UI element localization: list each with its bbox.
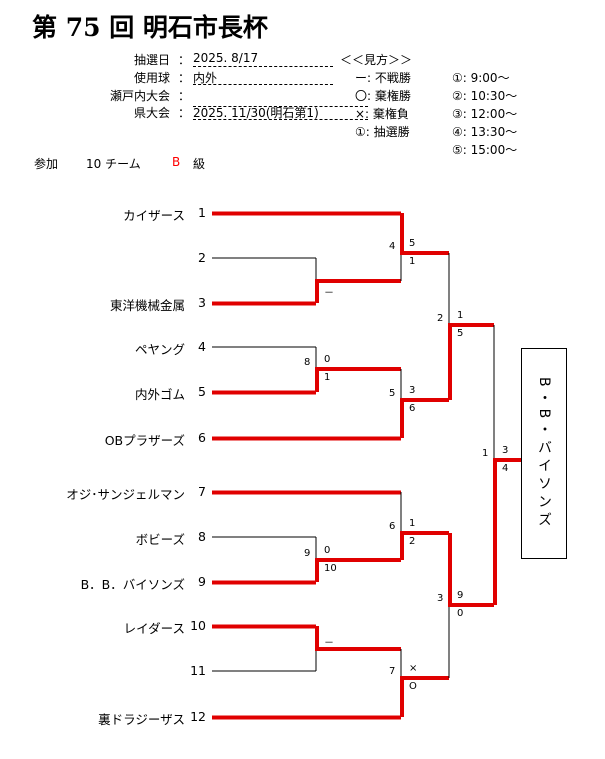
match-number: 8 [304,357,311,368]
score-top: 3 [502,445,509,456]
time-slot: ⑤: 15:00～ [452,143,518,157]
match-number: 9 [304,548,311,559]
score-bottom: 1 [409,256,416,267]
team-name: 東洋機械金属 [109,298,185,313]
team-number: 10 [190,618,206,633]
score-top: × [409,663,418,674]
team-number: 5 [198,384,206,399]
score-top: 1 [457,310,464,321]
team-name: B．B．バイソンズ [80,577,185,592]
winner-path [493,458,521,605]
winner-path [400,213,449,255]
info-label: 県大会 [133,106,170,120]
info-colon: ： [178,89,191,103]
team-number: 9 [198,574,206,589]
info-colon: ： [178,106,191,120]
team-number: 8 [198,529,206,544]
legend-item: ×: 棄権負 [355,107,409,121]
score-bottom: O [409,681,417,692]
time-slot: ③: 12:00～ [452,107,518,121]
class-letter: B [172,155,181,169]
team-number: 12 [190,709,206,724]
score-top: 9 [457,590,464,601]
team-number: 11 [190,663,206,678]
score-bottom: 5 [457,328,464,339]
winner-path [448,323,494,400]
score-bottom: 2 [409,536,416,547]
legend-title: ＜＜見方＞＞ [340,53,413,67]
legend-item: 〇: 棄権勝 [355,89,411,103]
score-bottom: － [324,288,334,299]
score-bottom: 1 [324,372,331,383]
winner-path [315,367,401,392]
match-number: 7 [389,666,396,677]
info-label: 使用球 [133,71,170,85]
legend-item: ①: 抽選勝 [355,125,410,139]
info-value: 2025. 11/30(明石第1) [193,104,368,120]
time-slot: ②: 10:30～ [452,89,518,103]
team-number: 6 [198,430,206,445]
team-name: カイザース [123,208,185,223]
time-slot: ①: 9:00～ [452,71,510,85]
info-label: 瀬戸内大会 [109,89,170,103]
team-name: レイダース [123,621,185,636]
winner-path [400,531,449,560]
class-suffix: 級 [193,157,206,171]
match-number: 3 [437,593,444,604]
team-name: 内外ゴム [134,387,185,402]
team-name: ボビーズ [135,532,185,547]
legend-item: ー: 不戦勝 [355,71,411,85]
team-count: 10 チーム [86,157,141,171]
score-top: 3 [409,385,416,396]
score-top: 5 [409,238,416,249]
team-name: OBプラザーズ [104,433,185,448]
team-number: 3 [198,295,206,310]
team-number: 7 [198,484,206,499]
page-title: 第 75 回 明石市長杯 [32,13,268,42]
info-value [193,91,368,107]
match-number: 6 [389,521,396,532]
match-number: 2 [437,313,444,324]
winner-path [400,398,449,438]
winner-path [400,676,449,717]
info-colon: ： [178,53,191,67]
winner-path [448,533,494,607]
winner-path [315,626,401,651]
score-bottom: 0 [457,608,464,619]
team-number: 4 [198,339,206,354]
match-number: 4 [389,241,396,252]
score-top: － [324,638,334,649]
match-number: 1 [482,448,489,459]
winner-path [315,279,401,303]
team-name: ペヤング [134,342,185,357]
info-label: 抽選日 [133,53,170,67]
score-bottom: 10 [324,563,337,574]
match-number: 5 [389,388,396,399]
info-value: 2025. 8/17 [193,51,333,67]
winner-path [315,558,401,582]
info-value: 内外 [193,69,333,85]
score-top: 0 [324,354,331,365]
champion-box: B・B・バイソンズ [521,348,567,559]
team-number: 2 [198,250,206,265]
team-name: 裏ドラジーザス [98,712,185,727]
team-number: 1 [198,205,206,220]
score-top: 0 [324,545,331,556]
time-slot: ④: 13:30～ [452,125,518,139]
info-colon: ： [178,71,191,85]
score-top: 1 [409,518,416,529]
team-name: オジ･サンジェルマン [66,487,185,502]
score-bottom: 6 [409,403,416,414]
participation-label: 参加 [34,157,59,171]
score-bottom: 4 [502,463,509,474]
